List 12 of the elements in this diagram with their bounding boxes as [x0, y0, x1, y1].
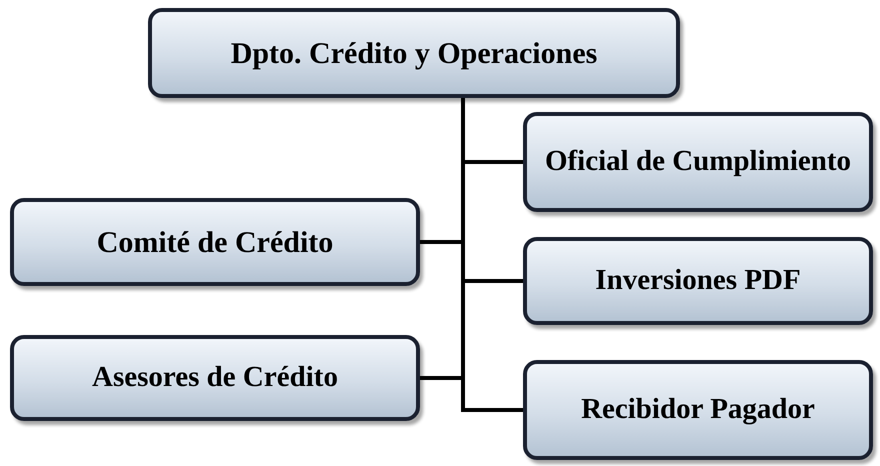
org-box: [523, 360, 873, 460]
box-label: Inversiones PDF: [595, 265, 801, 297]
org-box: [523, 112, 873, 212]
org-box: [10, 198, 420, 286]
box-label: Recibidor Pagador: [581, 394, 815, 426]
box-label: Dpto. Crédito y Operaciones: [230, 36, 598, 70]
org-box: [523, 237, 873, 325]
box-label: Asesores de Crédito: [92, 362, 338, 394]
org-box: [10, 335, 420, 421]
org-box: [148, 8, 680, 98]
box-label: Comité de Crédito: [96, 226, 334, 258]
box-label: Oficial de Cumplimiento: [544, 146, 852, 178]
